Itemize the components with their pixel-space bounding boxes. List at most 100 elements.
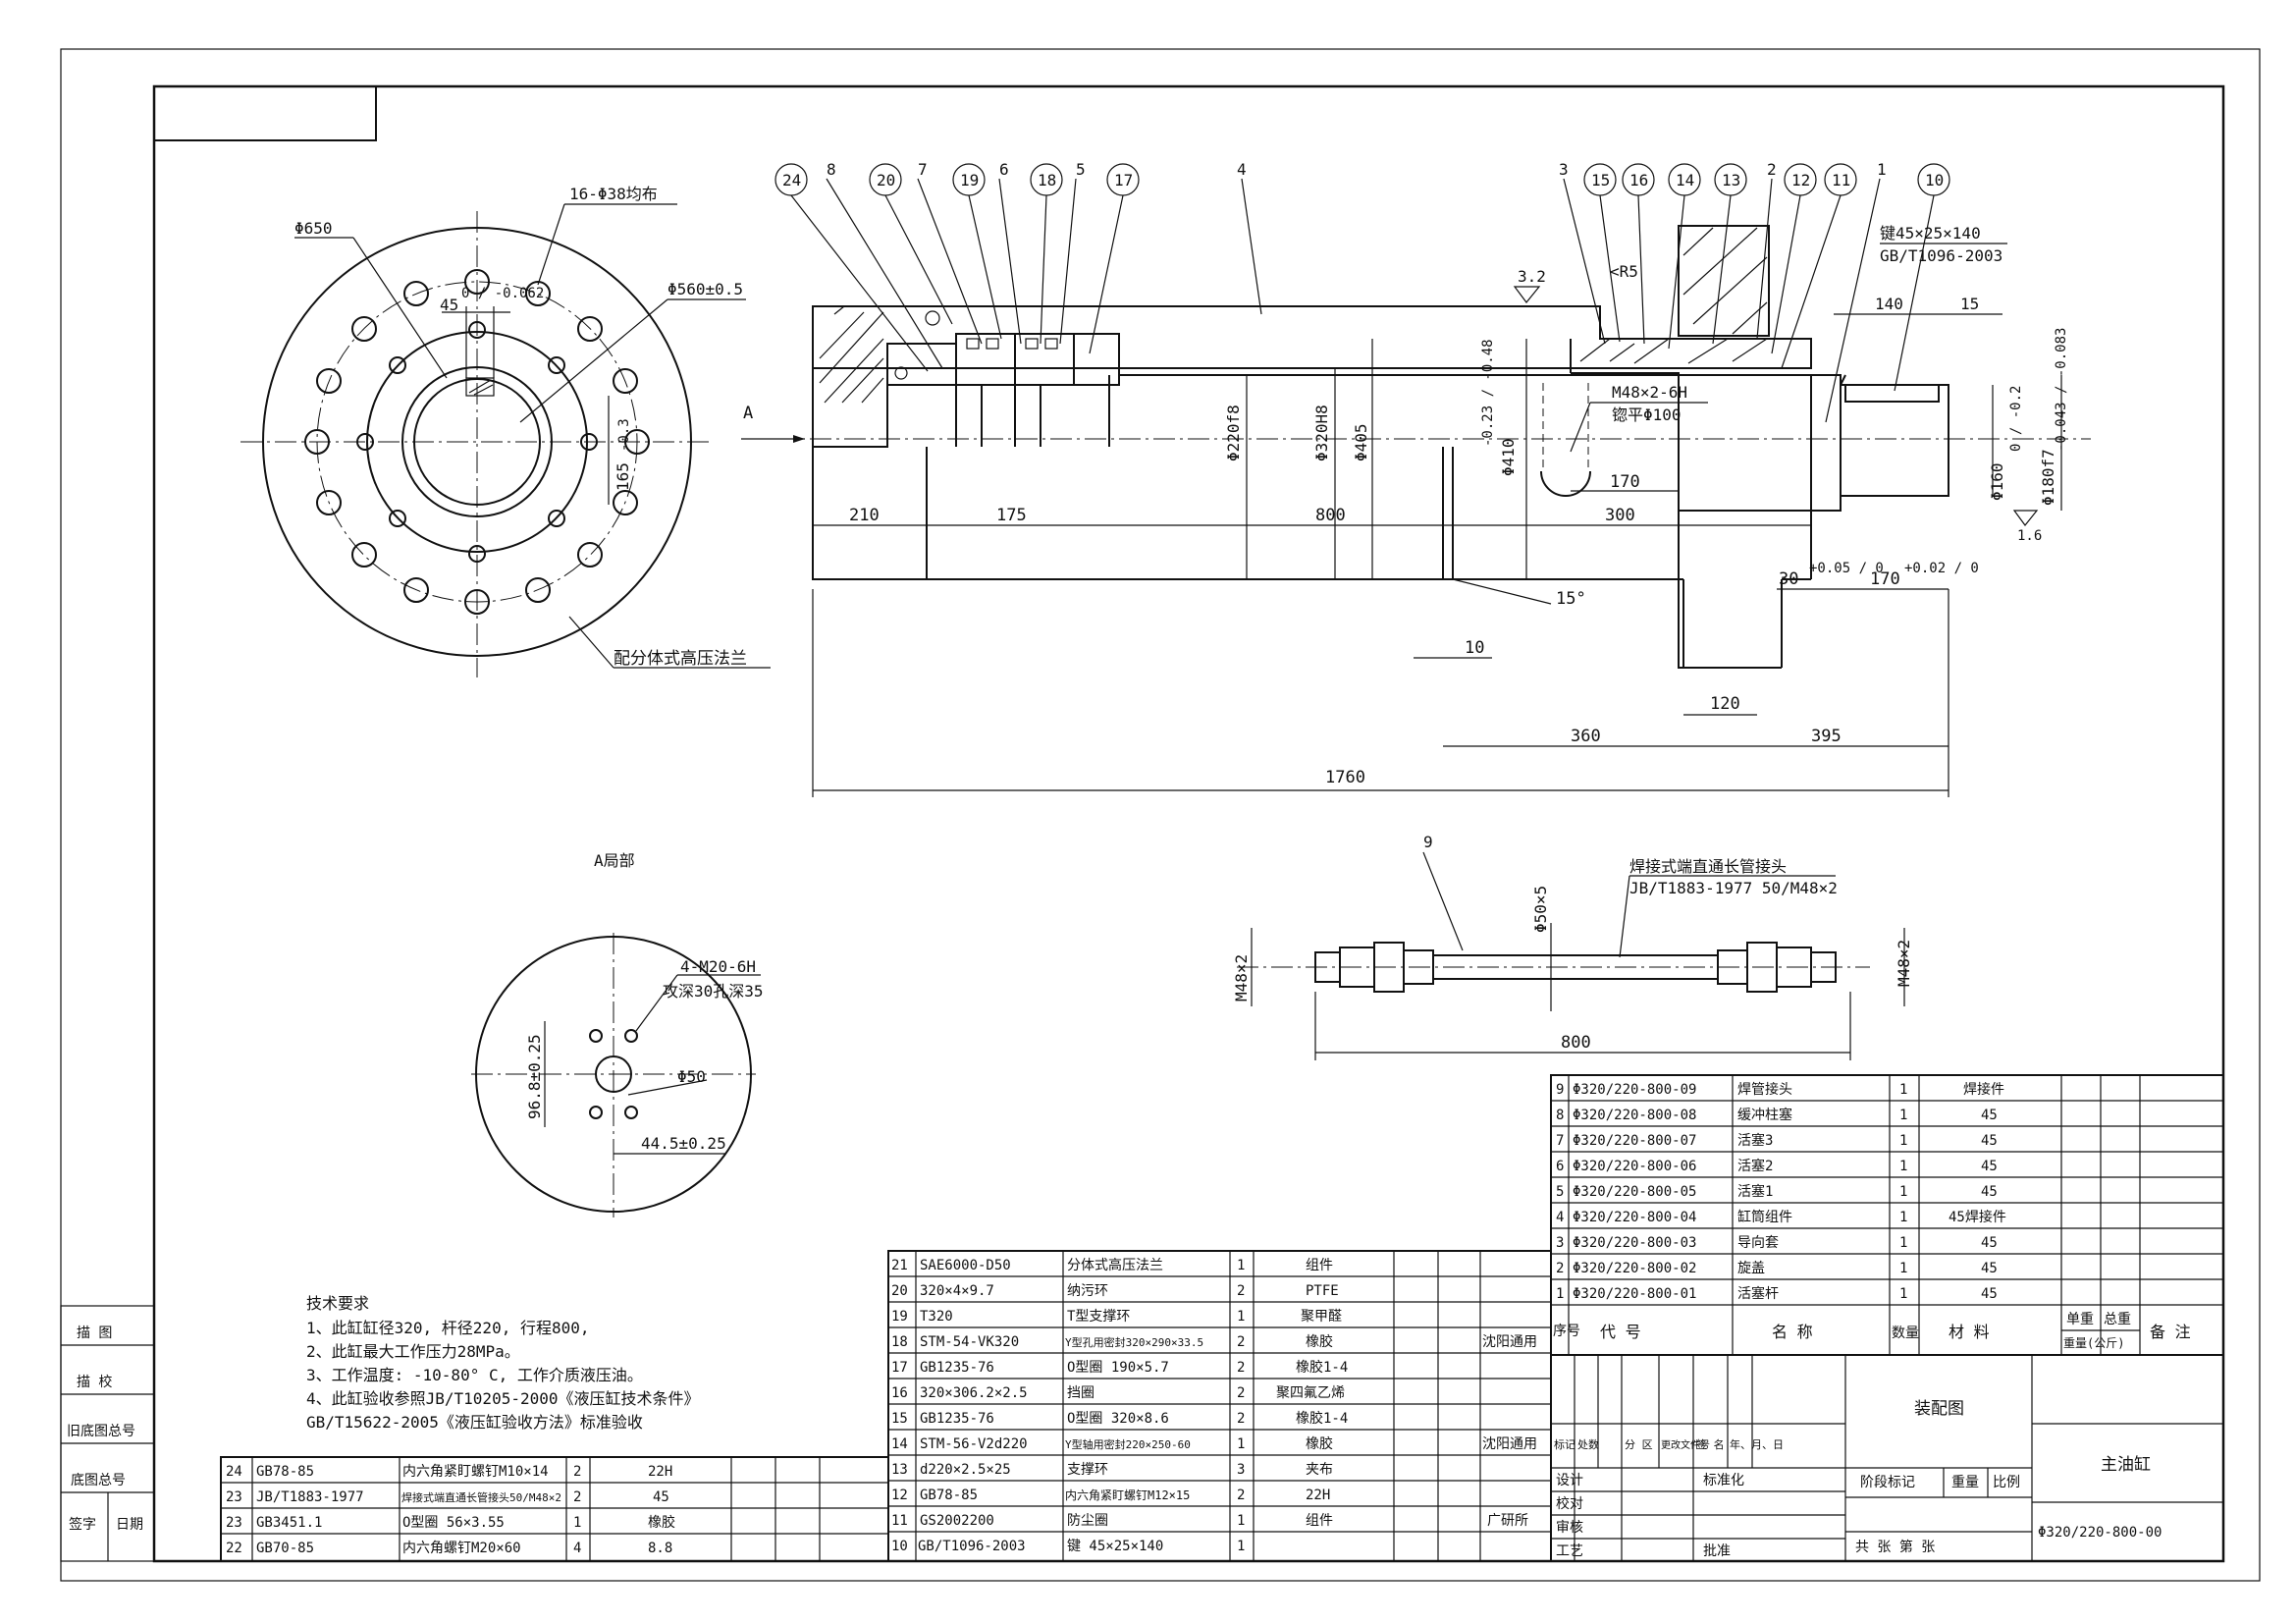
detail-depth: 攻深30孔深35 [663, 982, 764, 1001]
dim-holes-16: 16-Φ38均布 [569, 185, 658, 203]
svg-text:1: 1 [1899, 1133, 1907, 1149]
part-balloons: 24 8 20 7 19 6 18 5 17 4 3 15 16 14 13 2… [774, 160, 1950, 423]
dim-165: 165 [614, 462, 632, 491]
svg-text:1: 1 [1556, 1286, 1564, 1302]
svg-text:15: 15 [891, 1411, 908, 1427]
dim-d180: Φ180f7 [2039, 449, 2057, 506]
svg-text:1: 1 [1899, 1159, 1907, 1174]
svg-text:22: 22 [226, 1541, 242, 1556]
svg-text:3: 3 [1237, 1462, 1245, 1478]
dim-key-spec: 键45×25×140 [1880, 224, 1981, 243]
dim-key-45-tol: 0 / -0.062 [461, 286, 544, 301]
dim-d560: Φ560±0.5 [667, 280, 743, 298]
svg-text:2: 2 [1556, 1261, 1564, 1276]
svg-text:14: 14 [891, 1436, 908, 1452]
svg-text:广研所: 广研所 [1487, 1513, 1528, 1529]
svg-text:22H: 22H [1306, 1488, 1330, 1503]
rev-count: 处数 [1577, 1438, 1599, 1451]
svg-text:键 45×25×140: 键 45×25×140 [1067, 1539, 1163, 1554]
balloon-20: 20 [877, 171, 895, 189]
svg-text:内六角紧盯螺钉M12×15: 内六角紧盯螺钉M12×15 [1065, 1488, 1190, 1502]
svg-text:2: 2 [1237, 1283, 1245, 1299]
dim-395: 395 [1811, 727, 1842, 746]
balloon-13: 13 [1722, 171, 1740, 189]
dim-d410: Φ410 [1499, 438, 1518, 476]
svg-text:11: 11 [891, 1513, 908, 1529]
svg-text:GB78-85: GB78-85 [920, 1488, 978, 1503]
svg-text:橡胶: 橡胶 [1306, 1333, 1333, 1350]
svg-text:1: 1 [1899, 1261, 1907, 1276]
svg-text:GB78-85: GB78-85 [256, 1464, 314, 1480]
detail-d445: 44.5±0.25 [641, 1134, 726, 1153]
rev-doc: 更改文件号 [1661, 1438, 1710, 1451]
dim-key-std: GB/T1096-2003 [1880, 246, 2002, 265]
svg-text:23: 23 [226, 1515, 242, 1531]
dim-170b: 170 [1870, 569, 1900, 589]
title-scale: 比例 [1993, 1475, 2020, 1490]
side-label-check: 描 校 [77, 1374, 112, 1390]
svg-text:GB3451.1: GB3451.1 [256, 1515, 322, 1531]
svg-text:17: 17 [891, 1360, 908, 1376]
bom-header-unit-weight: 单重 [2066, 1312, 2094, 1327]
detail-a-view: A局部 4-M20-6H 攻深30孔深35 96.8±0.25 Φ50 44.5… [471, 851, 764, 1217]
pipe-d50x5: Φ50×5 [1531, 886, 1550, 933]
tech-title: 技术要求 [306, 1294, 369, 1313]
dim-15: 15 [1960, 295, 1979, 313]
svg-text:活塞杆: 活塞杆 [1737, 1285, 1779, 1302]
bom-header-name: 名 称 [1772, 1323, 1813, 1341]
rev-date: 年、月、日 [1730, 1437, 1784, 1451]
balloon-15: 15 [1591, 171, 1610, 189]
tech-item-3: 3、工作温度: -10-80° C, 工作介质液压油。 [306, 1366, 643, 1384]
dim-d410-tol: -0.23 / -0.48 [1480, 339, 1496, 447]
svg-text:1: 1 [1237, 1309, 1245, 1325]
pipe-assembly-view: 9 焊接式端直通长管接头 JB/T1883-1977 50/M48×2 Φ50×… [1232, 833, 1913, 1060]
dim-175: 175 [996, 506, 1027, 525]
title-sheets: 共 张 第 张 [1855, 1539, 1935, 1555]
pipe-m48-left: M48×2 [1232, 954, 1251, 1001]
detail-d96: 96.8±0.25 [525, 1034, 544, 1119]
tech-item-4: 4、此缸验收参照JB/T10205-2000《液压缸技术条件》 [306, 1389, 700, 1408]
svg-text:1: 1 [1899, 1235, 1907, 1251]
svg-text:GS2002200: GS2002200 [920, 1513, 994, 1529]
bom-header-total-weight: 总重 [2104, 1312, 2131, 1327]
svg-text:GB70-85: GB70-85 [256, 1541, 314, 1556]
svg-text:PTFE: PTFE [1306, 1283, 1339, 1299]
svg-text:1: 1 [1237, 1258, 1245, 1273]
svg-text:Y型孔用密封320×290×33.5: Y型孔用密封320×290×33.5 [1065, 1335, 1203, 1349]
label-flange-note: 配分体式高压法兰 [614, 649, 747, 669]
svg-text:纳污环: 纳污环 [1067, 1283, 1108, 1299]
svg-text:焊管接头: 焊管接头 [1737, 1081, 1792, 1098]
svg-text:分体式高压法兰: 分体式高压法兰 [1067, 1257, 1163, 1273]
dim-key-45: 45 [440, 296, 458, 314]
title-part-name: 主油缸 [2101, 1454, 2151, 1475]
svg-text:21: 21 [891, 1258, 908, 1273]
svg-text:1: 1 [1899, 1184, 1907, 1200]
rev-sign: 签 名 [1696, 1437, 1725, 1451]
title-stage: 阶段标记 [1860, 1475, 1915, 1490]
svg-text:2: 2 [1237, 1488, 1245, 1503]
svg-text:45: 45 [653, 1489, 669, 1505]
svg-text:1: 1 [1237, 1436, 1245, 1452]
svg-text:焊接件: 焊接件 [1963, 1081, 2004, 1098]
dim-d650: Φ650 [294, 219, 333, 238]
balloon-7: 7 [918, 160, 928, 179]
pipe-balloon-9: 9 [1423, 833, 1433, 851]
svg-text:聚甲醛: 聚甲醛 [1301, 1309, 1342, 1325]
svg-text:45: 45 [1981, 1108, 1998, 1123]
svg-text:组件: 组件 [1306, 1513, 1333, 1529]
dim-360: 360 [1571, 727, 1601, 746]
svg-text:橡胶: 橡胶 [1306, 1435, 1333, 1452]
cylinder-section-view: A [741, 225, 2091, 669]
pipe-label: 焊接式端直通长管接头 [1629, 857, 1787, 876]
